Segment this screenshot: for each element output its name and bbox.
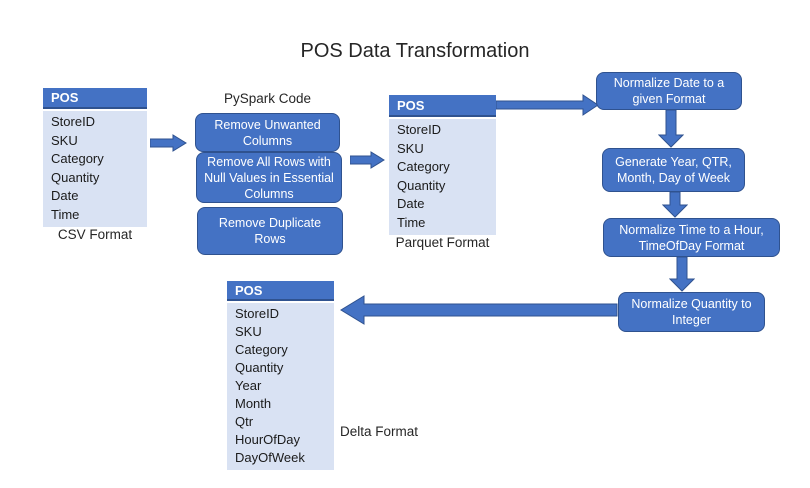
- arrow-normalize-date-to-generate-year: [658, 110, 684, 148]
- table-row: Category: [397, 159, 450, 174]
- delta-table-header: POS: [227, 281, 334, 301]
- process-box-remove-unwanted-columns: Remove Unwanted Columns: [195, 113, 340, 152]
- table-row: Time: [397, 214, 426, 230]
- table-row: Date: [397, 196, 425, 211]
- table-row: StoreID: [235, 306, 280, 321]
- table-row: Category: [51, 151, 104, 166]
- pyspark-code-label: PySpark Code: [223, 91, 312, 106]
- table-row: StoreID: [51, 114, 96, 129]
- arrow-parquet-to-normalize-date: [496, 94, 599, 116]
- table-row: SKU: [235, 324, 262, 339]
- table-row: Time: [51, 206, 80, 222]
- table-row: Date: [51, 188, 79, 203]
- arrow-pyspark-to-parquet: [350, 151, 385, 169]
- diagram-title: POS Data Transformation: [300, 40, 530, 62]
- csv-table-header: POS: [43, 88, 147, 109]
- table-row: Quantity: [397, 177, 446, 193]
- process-box-remove-duplicate-rows: Remove Duplicate Rows: [197, 207, 343, 255]
- process-box-normalize-date: Normalize Date to a given Format: [596, 72, 742, 110]
- process-box-remove-null-rows: Remove All Rows with Null Values in Esse…: [196, 152, 342, 203]
- delta-format-label: Delta Format: [340, 424, 419, 439]
- process-box-normalize-quantity: Normalize Quantity to Integer: [618, 292, 765, 332]
- table-row: Category: [235, 342, 288, 357]
- process-box-normalize-time: Normalize Time to a Hour, TimeOfDay Form…: [603, 218, 780, 257]
- arrow-generate-year-to-normalize-time: [662, 192, 688, 218]
- parquet-format-label: Parquet Format: [395, 235, 490, 250]
- table-row: Quantity: [51, 169, 100, 185]
- table-row: Month: [235, 396, 272, 411]
- table-row: SKU: [397, 140, 424, 156]
- csv-format-label: CSV Format: [57, 227, 133, 242]
- table-row: Quantity: [235, 360, 284, 375]
- table-row: Year: [235, 378, 262, 393]
- table-row: SKU: [51, 132, 78, 148]
- table-row: HourOfDay: [235, 432, 301, 447]
- arrow-csv-to-pyspark: [150, 134, 187, 152]
- arrow-normalize-quantity-to-delta: [340, 295, 618, 325]
- table-row: StoreID: [397, 122, 442, 137]
- parquet-table-header: POS: [389, 95, 496, 117]
- table-row: DayOfWeek: [235, 450, 305, 465]
- process-box-generate-year-qtr: Generate Year, QTR, Month, Day of Week: [602, 148, 745, 192]
- table-row: Qtr: [235, 414, 254, 429]
- arrow-normalize-time-to-normalize-quantity: [669, 257, 695, 292]
